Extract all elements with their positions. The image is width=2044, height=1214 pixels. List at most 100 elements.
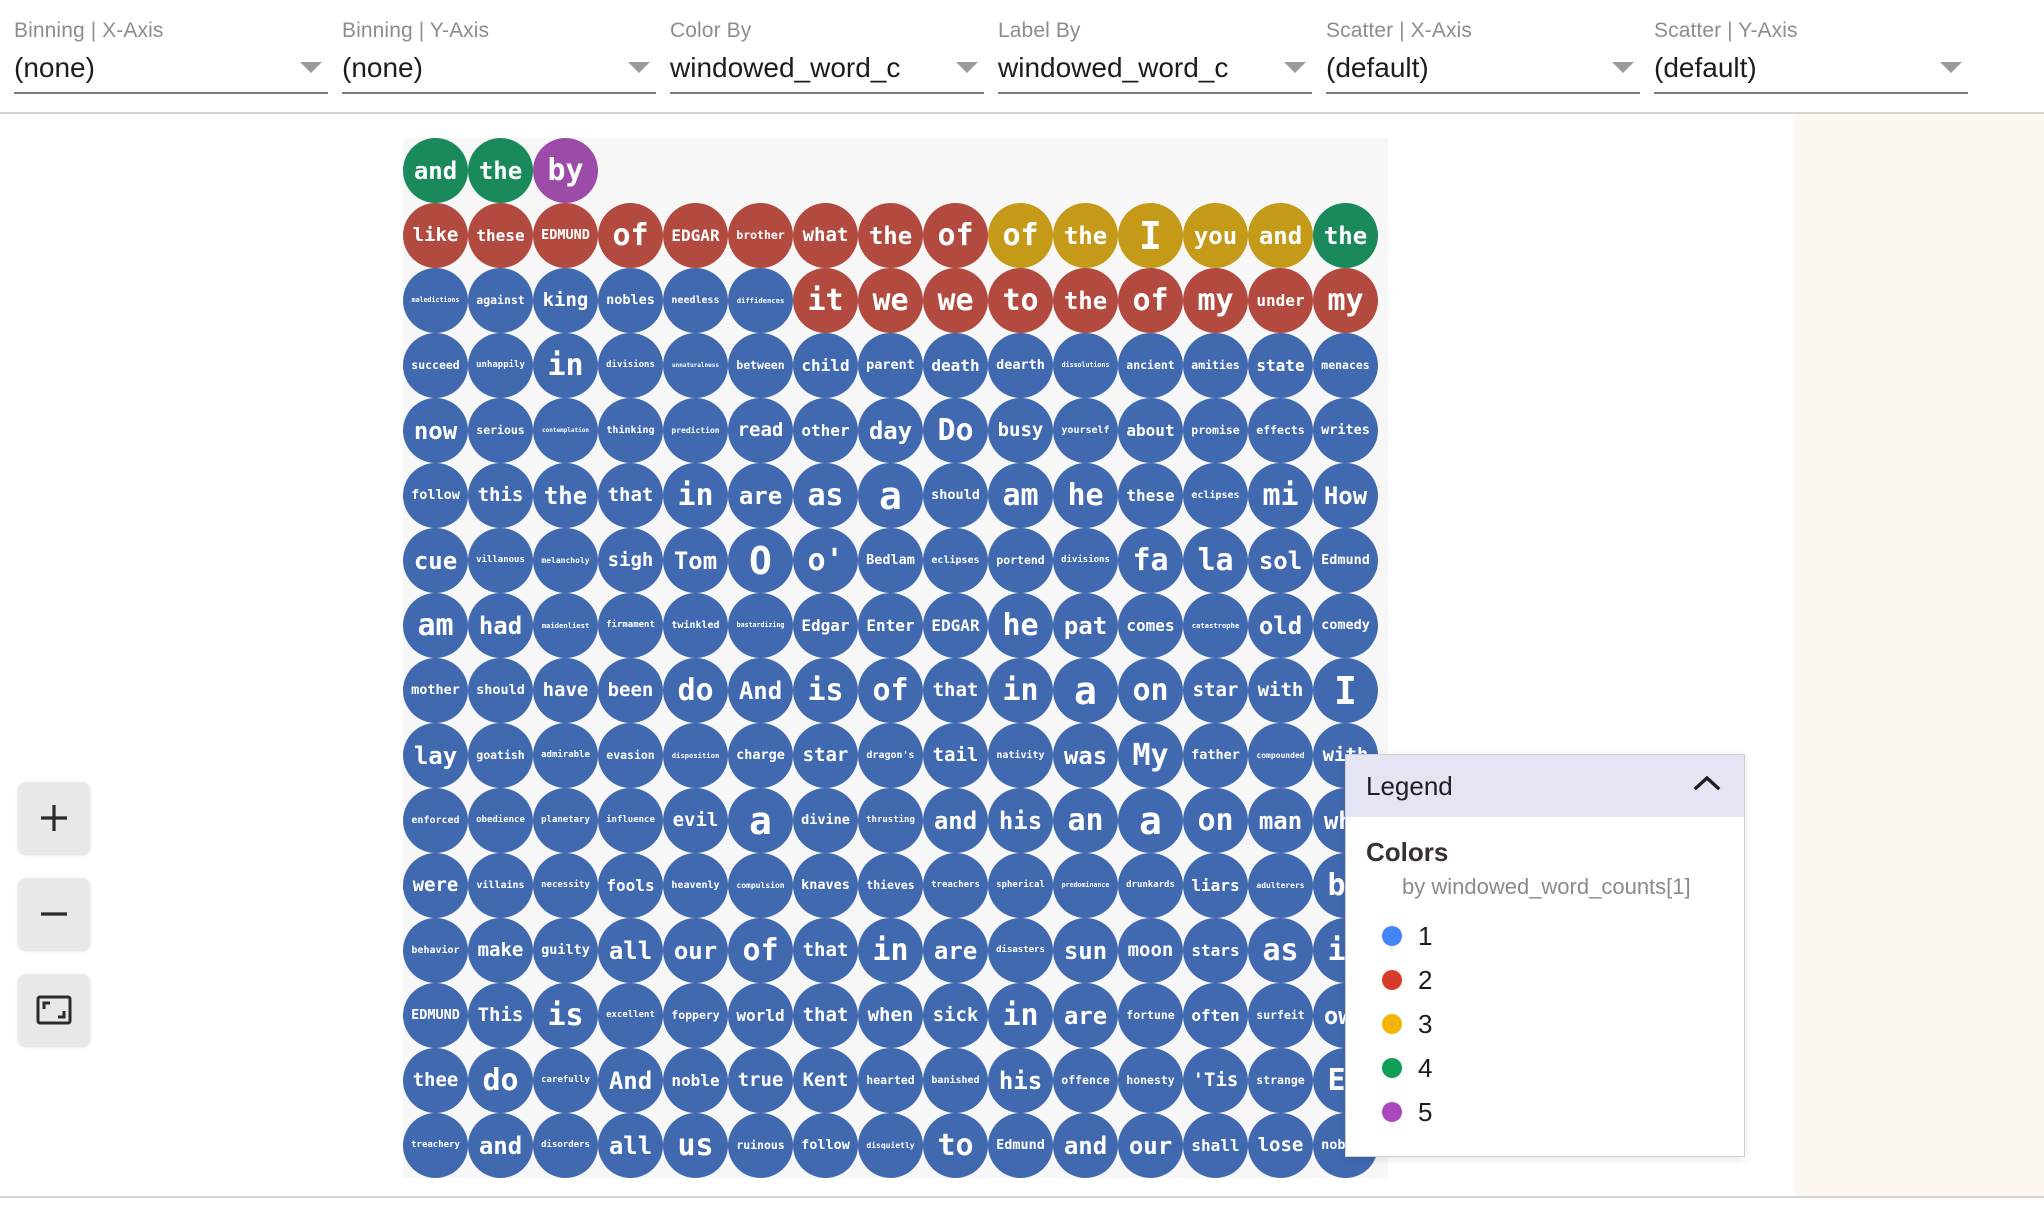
bubble-point[interactable]: on — [1118, 658, 1183, 723]
bubble-point[interactable]: succeed — [403, 333, 468, 398]
bubble-point[interactable]: goatish — [468, 723, 533, 788]
bubble-point[interactable]: world — [728, 983, 793, 1048]
bubble-point[interactable]: shall — [1183, 1113, 1248, 1178]
bubble-point[interactable]: drunkards — [1118, 853, 1183, 918]
bubble-point[interactable]: in — [988, 983, 1053, 1048]
bubble-point[interactable]: Kent — [793, 1048, 858, 1113]
bubble-point[interactable]: comedy — [1313, 593, 1378, 658]
bubble-point[interactable]: behavior — [403, 918, 468, 983]
bubble-point[interactable]: parent — [858, 333, 923, 398]
bubble-point[interactable]: disquietly — [858, 1113, 923, 1178]
bubble-point[interactable]: And — [728, 658, 793, 723]
bubble-point[interactable]: should — [923, 463, 988, 528]
bubble-point[interactable]: between — [728, 333, 793, 398]
bubble-point[interactable]: do — [663, 658, 728, 723]
bubble-point[interactable]: This — [468, 983, 533, 1048]
bubble-point[interactable]: compounded — [1248, 723, 1313, 788]
bubble-point[interactable]: is — [793, 658, 858, 723]
bubble-point[interactable]: unhappily — [468, 333, 533, 398]
bubble-point[interactable]: when — [858, 983, 923, 1048]
field-control[interactable]: windowed_word_c — [998, 44, 1312, 94]
bubble-point[interactable]: melancholy — [533, 528, 598, 593]
bubble-point[interactable]: a — [1118, 788, 1183, 853]
field-control[interactable]: (default) — [1326, 44, 1640, 94]
bubble-point[interactable]: divisions — [1053, 528, 1118, 593]
bubble-point[interactable]: busy — [988, 398, 1053, 463]
bubble-point[interactable]: dearth — [988, 333, 1053, 398]
bubble-point[interactable]: us — [663, 1113, 728, 1178]
bubble-point[interactable]: Bedlam — [858, 528, 923, 593]
bubble-point[interactable]: and — [1053, 1113, 1118, 1178]
bubble-point[interactable]: knaves — [793, 853, 858, 918]
bubble-point[interactable]: ruinous — [728, 1113, 793, 1178]
bubble-point[interactable]: amities — [1183, 333, 1248, 398]
bubble-point[interactable]: writes — [1313, 398, 1378, 463]
bubble-point[interactable]: and — [1248, 203, 1313, 268]
bubble-point[interactable]: true — [728, 1048, 793, 1113]
bubble-point[interactable]: lose — [1248, 1113, 1313, 1178]
bubble-point[interactable]: star — [793, 723, 858, 788]
bubble-point[interactable]: that — [598, 463, 663, 528]
bubble-point[interactable]: admirable — [533, 723, 598, 788]
field-control[interactable]: (default) — [1654, 44, 1968, 94]
bubble-point[interactable]: old — [1248, 593, 1313, 658]
bubble-point[interactable]: 'Tis — [1183, 1048, 1248, 1113]
bubble-point[interactable]: am — [403, 593, 468, 658]
bubble-point[interactable]: on — [1183, 788, 1248, 853]
bubble-point[interactable]: ancient — [1118, 333, 1183, 398]
bubble-point[interactable]: under — [1248, 268, 1313, 333]
bubble-point[interactable]: the — [1053, 268, 1118, 333]
bubble-point[interactable]: he — [988, 593, 1053, 658]
bubble-point[interactable]: the — [1313, 203, 1378, 268]
bubble-point[interactable]: firmament — [598, 593, 663, 658]
select-field-scatter-y-axis[interactable]: Scatter | Y-Axis(default) — [1654, 18, 1968, 94]
bubble-point[interactable]: la — [1183, 528, 1248, 593]
bubble-point[interactable]: child — [793, 333, 858, 398]
bubble-point[interactable]: twinkled — [663, 593, 728, 658]
bubble-point[interactable]: should — [468, 658, 533, 723]
bubble-point[interactable]: of — [858, 658, 923, 723]
bubble-point[interactable]: was — [1053, 723, 1118, 788]
bubble-point[interactable]: sick — [923, 983, 988, 1048]
bubble-point[interactable]: the — [533, 463, 598, 528]
bubble-point[interactable]: the — [468, 138, 533, 203]
bubble-point[interactable]: of — [988, 203, 1053, 268]
bubble-point[interactable]: fortune — [1118, 983, 1183, 1048]
bubble-point[interactable]: am — [988, 463, 1053, 528]
bubble-point[interactable]: divine — [793, 788, 858, 853]
bubble-point[interactable]: these — [1118, 463, 1183, 528]
bubble-point[interactable]: adulterers — [1248, 853, 1313, 918]
bubble-point[interactable]: brother — [728, 203, 793, 268]
chevron-down-icon[interactable] — [1284, 62, 1306, 73]
chevron-up-icon[interactable] — [1692, 774, 1722, 799]
bubble-point[interactable]: in — [858, 918, 923, 983]
bubble-point[interactable]: divisions — [598, 333, 663, 398]
bubble-point[interactable]: carefully — [533, 1048, 598, 1113]
bubble-point[interactable]: of — [598, 203, 663, 268]
bubble-point[interactable]: are — [1053, 983, 1118, 1048]
bubble-point[interactable]: O — [728, 528, 793, 593]
select-field-binning-y-axis[interactable]: Binning | Y-Axis(none) — [342, 18, 656, 94]
bubble-point[interactable]: thinking — [598, 398, 663, 463]
bubble-point[interactable]: are — [923, 918, 988, 983]
bubble-point[interactable]: sun — [1053, 918, 1118, 983]
bubble-point[interactable]: in — [663, 463, 728, 528]
bubble-point[interactable]: thee — [403, 1048, 468, 1113]
bubble-point[interactable]: mi — [1248, 463, 1313, 528]
bubble-point[interactable]: mother — [403, 658, 468, 723]
zoom-out-button[interactable] — [18, 878, 90, 950]
bubble-point[interactable]: sigh — [598, 528, 663, 593]
bubble-point[interactable]: comes — [1118, 593, 1183, 658]
bubble-point[interactable]: of — [923, 203, 988, 268]
bubble-point[interactable]: disposition — [663, 723, 728, 788]
legend-item[interactable]: 4 — [1366, 1046, 1744, 1090]
bubble-point[interactable]: I — [1118, 203, 1183, 268]
bubble-point[interactable]: EDMUND — [533, 203, 598, 268]
bubble-point[interactable]: now — [403, 398, 468, 463]
bubble-point[interactable]: And — [598, 1048, 663, 1113]
bubble-point[interactable]: offence — [1053, 1048, 1118, 1113]
bubble-point[interactable]: guilty — [533, 918, 598, 983]
bubble-point[interactable]: stars — [1183, 918, 1248, 983]
bubble-point[interactable]: fools — [598, 853, 663, 918]
